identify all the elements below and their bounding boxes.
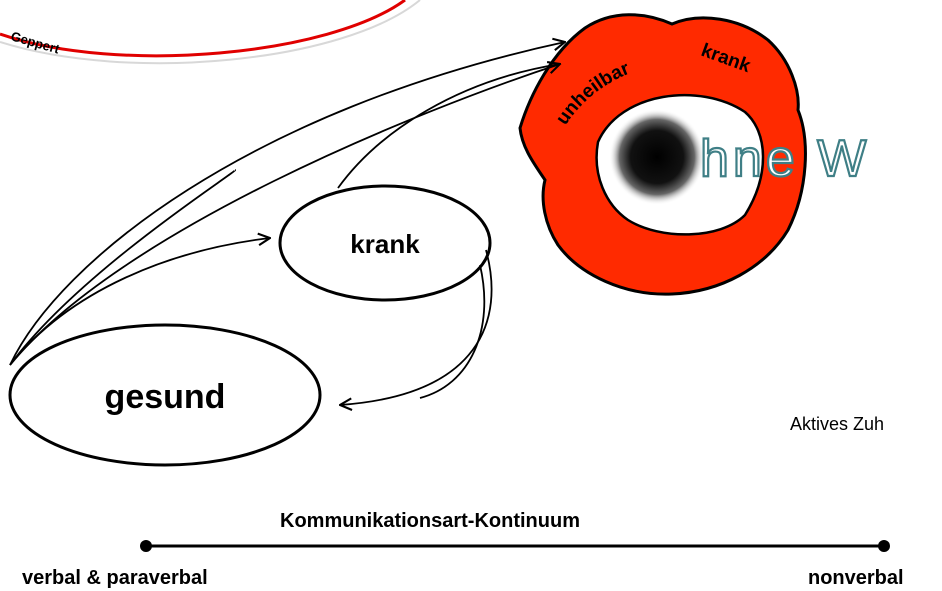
author-label: Geppert (9, 28, 62, 56)
continuum: Kommunikationsart-Kontinuum verbal & par… (22, 510, 904, 589)
continuum-left-label: verbal & paraverbal (22, 567, 208, 589)
continuum-right-label: nonverbal (808, 567, 904, 589)
node-gesund-label: gesund (105, 378, 226, 416)
aktives-label: Aktives Zuh (790, 414, 884, 434)
arrow-gesund-to-unheilbar (10, 42, 565, 365)
continuum-title: Kommunikationsart-Kontinuum (280, 510, 580, 532)
continuum-left-dot (140, 540, 152, 552)
pupil-icon (609, 109, 705, 205)
headline-partial: hne W (700, 130, 870, 188)
author-banner: Geppert (0, 0, 420, 63)
continuum-right-dot (878, 540, 890, 552)
node-krank-label: krank (350, 229, 420, 259)
